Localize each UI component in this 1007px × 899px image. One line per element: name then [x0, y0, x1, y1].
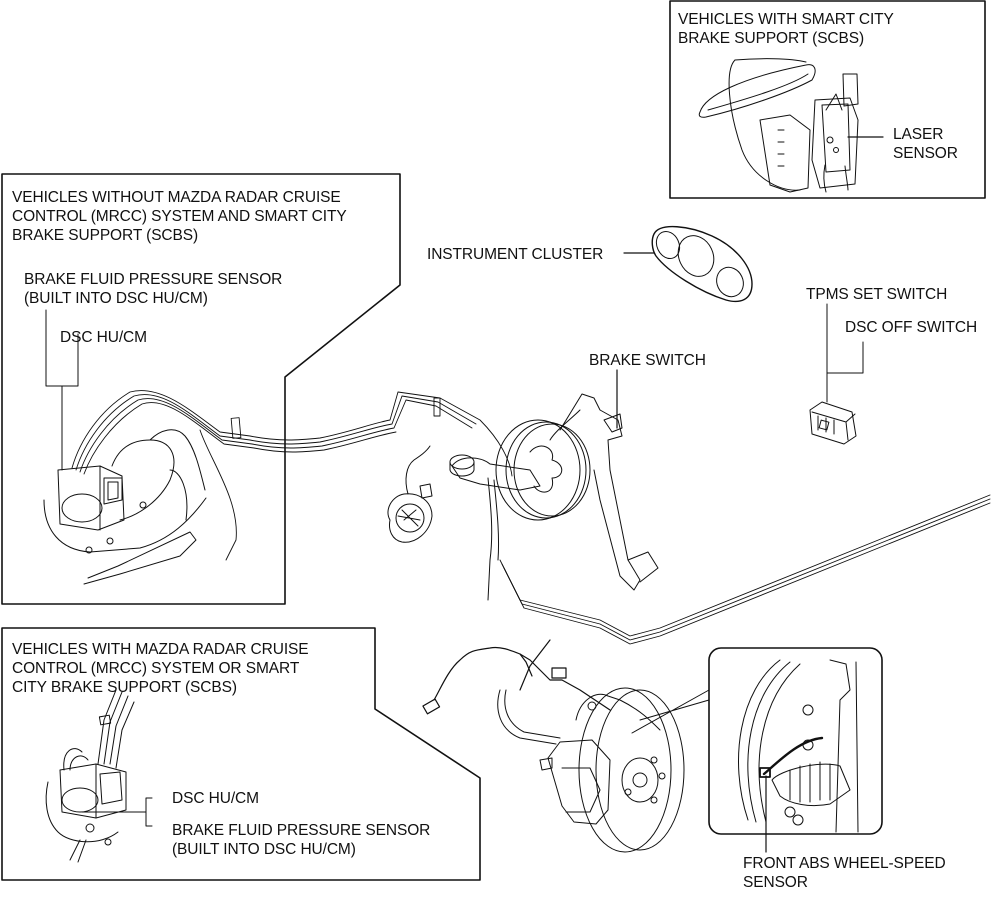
bfp-sensor-lower-line-1: BRAKE FLUID PRESSURE SENSOR [172, 822, 431, 839]
dsc-hu-cm-illustration-upper [43, 429, 207, 585]
wheel-speed-sensor-label-line-1: FRONT ABS WHEEL-SPEED [743, 855, 946, 872]
without-mrcc-callout-heading: VEHICLES WITHOUT MAZDA RADAR CRUISE CONT… [12, 188, 347, 245]
without-mrcc-heading-line-2: CONTROL (MRCC) SYSTEM AND SMART CITY [12, 208, 347, 225]
with-mrcc-heading-line-3: CITY BRAKE SUPPORT (SCBS) [12, 679, 237, 696]
dsc-off-switch-label: DSC OFF SWITCH [845, 319, 978, 336]
without-mrcc-heading-line-1: VEHICLES WITHOUT MAZDA RADAR CRUISE [12, 189, 341, 206]
without-mrcc-callout-frame [1, 173, 401, 605]
switch-panel-illustration [809, 401, 857, 445]
dsc-hu-cm-label-upper: DSC HU/CM [60, 329, 147, 346]
without-mrcc-heading-line-3: BRAKE SUPPORT (SCBS) [12, 227, 199, 244]
dsc-hu-cm-label-lower: DSC HU/CM [172, 790, 259, 807]
with-mrcc-heading-line-1: VEHICLES WITH MAZDA RADAR CRUISE [12, 641, 309, 658]
vacuum-pump-illustration [387, 445, 433, 543]
with-mrcc-heading-line-2: CONTROL (MRCC) SYSTEM OR SMART [12, 660, 300, 677]
switch-leader-lines [826, 303, 864, 403]
bfp-sensor-upper-line-2: (BUILT INTO DSC HU/CM) [24, 290, 208, 307]
front-abs-wheel-speed-sensor-label: FRONT ABS WHEEL-SPEED SENSOR [743, 854, 946, 892]
scbs-callout-heading: VEHICLES WITH SMART CITY BRAKE SUPPORT (… [678, 10, 894, 48]
scbs-callout-frame [669, 0, 986, 199]
rear-brake-line [499, 494, 991, 645]
instrument-cluster-illustration [651, 225, 753, 303]
wheel-sensor-detail-frame [708, 647, 883, 835]
bfp-sensor-lower-line-2: (BUILT INTO DSC HU/CM) [172, 841, 356, 858]
rearview-mirror-laser-sensor-illustration [698, 58, 859, 193]
without-mrcc-leader-lines [45, 309, 79, 471]
scbs-heading-line-1: VEHICLES WITH SMART CITY [678, 11, 894, 28]
wheel-speed-sensor-detail-illustration [738, 659, 859, 833]
abs-harness-illustration [422, 639, 611, 715]
laser-sensor-label: LASER SENSOR [893, 125, 958, 163]
wheel-speed-sensor-label-line-2: SENSOR [743, 874, 808, 891]
laser-sensor-label-line-1: LASER [893, 126, 944, 143]
with-mrcc-callout-frame [1, 627, 481, 881]
bfp-sensor-upper-line-1: BRAKE FLUID PRESSURE SENSOR [24, 271, 283, 288]
brake-fluid-pressure-sensor-label-lower: BRAKE FLUID PRESSURE SENSOR (BUILT INTO … [172, 821, 430, 859]
tpms-set-switch-label: TPMS SET SWITCH [806, 286, 948, 303]
brake-fluid-pressure-sensor-label-upper: BRAKE FLUID PRESSURE SENSOR (BUILT INTO … [24, 270, 282, 308]
scbs-heading-line-2: BRAKE SUPPORT (SCBS) [678, 30, 865, 47]
instrument-cluster-label: INSTRUMENT CLUSTER [427, 246, 604, 263]
with-mrcc-leader-lines [81, 797, 153, 827]
with-mrcc-callout-heading: VEHICLES WITH MAZDA RADAR CRUISE CONTROL… [12, 640, 309, 697]
brake-switch-label: BRAKE SWITCH [589, 352, 706, 369]
front-brake-assembly-illustration [497, 687, 685, 853]
dsc-hu-cm-illustration-lower [45, 689, 135, 863]
brake-booster-pedal-illustration [449, 393, 659, 601]
laser-sensor-label-line-2: SENSOR [893, 145, 958, 162]
brake-pipe-bundle [71, 390, 513, 561]
